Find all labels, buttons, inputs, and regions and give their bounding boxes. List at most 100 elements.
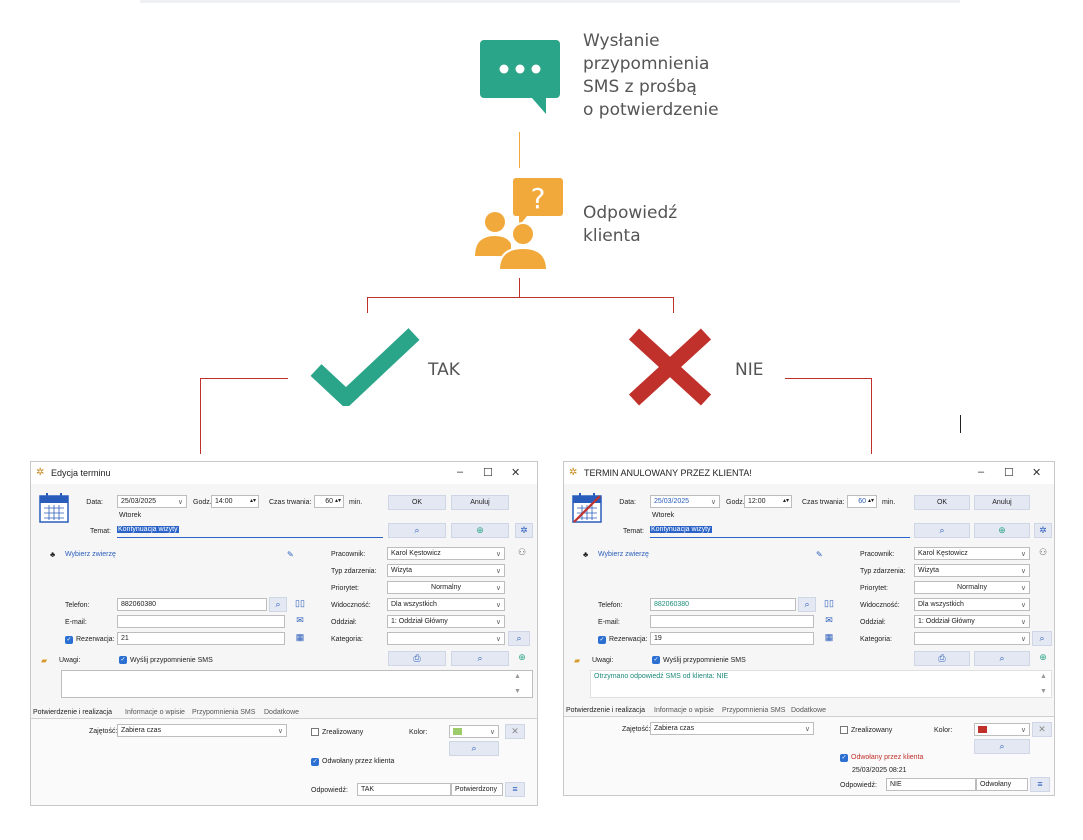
duration-spinner[interactable]: 60▴▾ <box>314 495 344 508</box>
reservation-calendar-icon[interactable]: ▦ <box>824 632 834 642</box>
search-category-button[interactable]: ⌕ <box>508 631 530 646</box>
add-note-icon[interactable]: ⊕ <box>1039 652 1047 662</box>
search-phone-button[interactable]: ⌕ <box>798 597 816 612</box>
branch-select[interactable]: 1: Oddział Główny <box>387 615 505 628</box>
tab-entry-info[interactable]: Informacje o wpisie <box>125 709 185 716</box>
search-color-button[interactable]: ⌕ <box>974 739 1030 754</box>
phone-input[interactable]: 882060380 <box>117 598 267 611</box>
realized-checkbox[interactable] <box>840 726 848 734</box>
search-subject-button[interactable]: ⌕ <box>388 523 446 538</box>
date-picker[interactable]: 25/03/2025 <box>117 495 187 508</box>
search-color-button[interactable]: ⌕ <box>449 741 499 756</box>
notes-textarea[interactable] <box>61 670 533 698</box>
employee-options-icon[interactable]: ⚇ <box>1038 547 1048 557</box>
answer-input[interactable]: TAK <box>357 783 451 796</box>
phone-book-icon[interactable]: ▯▯ <box>824 598 834 608</box>
tab-confirmation[interactable]: Potwierdzenie i realizacja <box>31 709 114 716</box>
tab-confirmation[interactable]: Potwierdzenie i realizacja <box>564 707 647 714</box>
search-notes-button[interactable]: ⌕ <box>974 651 1030 666</box>
event-type-select[interactable]: Wizyta <box>914 564 1030 577</box>
visibility-select[interactable]: Dla wszystkich <box>387 598 505 611</box>
occupancy-select[interactable]: Zabiera czas <box>117 724 287 737</box>
menu-icon[interactable]: ≡ <box>505 782 525 797</box>
print-button[interactable]: ⎙ <box>914 651 970 666</box>
visibility-select[interactable]: Dla wszystkich <box>914 598 1030 611</box>
add-subject-button[interactable]: ⊕ <box>974 523 1030 538</box>
employee-select[interactable]: Karol Kęstowicz <box>914 547 1030 560</box>
event-type-select[interactable]: Wizyta <box>387 564 505 577</box>
reservation-checkbox[interactable]: ✓ <box>65 636 73 644</box>
menu-icon[interactable]: ≡ <box>1030 777 1050 792</box>
realized-checkbox[interactable] <box>311 728 319 736</box>
maximize-button[interactable]: ☐ <box>483 467 493 479</box>
send-sms-checkbox[interactable]: ✓ <box>652 656 660 664</box>
add-note-icon[interactable]: ⊕ <box>518 652 526 662</box>
color-select[interactable] <box>449 725 499 738</box>
tab-additional[interactable]: Dodatkowe <box>264 709 300 716</box>
pencil-icon[interactable]: ✎ <box>287 550 294 559</box>
phone-book-icon[interactable]: ▯▯ <box>295 598 305 608</box>
color-select[interactable] <box>974 723 1030 736</box>
choose-animal-link[interactable]: Wybierz zwierzę <box>598 551 649 558</box>
employee-options-icon[interactable]: ⚇ <box>517 547 527 557</box>
close-button[interactable]: ✕ <box>1032 467 1042 479</box>
choose-animal-link[interactable]: Wybierz zwierzę <box>65 551 116 558</box>
send-sms-checkbox[interactable]: ✓ <box>119 656 127 664</box>
print-button[interactable]: ⎙ <box>388 651 446 666</box>
tab-sms-reminders[interactable]: Przypomnienia SMS <box>722 707 786 714</box>
minimize-button[interactable]: – <box>978 466 985 478</box>
add-subject-button[interactable]: ⊕ <box>451 523 509 538</box>
reservation-input[interactable]: 19 <box>650 632 814 645</box>
search-subject-button[interactable]: ⌕ <box>914 523 970 538</box>
tab-additional[interactable]: Dodatkowe <box>791 707 827 714</box>
category-select[interactable] <box>914 632 1030 645</box>
email-input[interactable] <box>117 615 285 628</box>
clear-color-button[interactable]: ✕ <box>1032 722 1052 737</box>
ok-button[interactable]: OK <box>914 495 970 510</box>
close-button[interactable]: ✕ <box>511 467 521 479</box>
date-picker[interactable]: 25/03/2025 <box>650 495 720 508</box>
maximize-button[interactable]: ☐ <box>1004 467 1014 479</box>
time-spinner[interactable]: 14:00▴▾ <box>211 495 259 508</box>
tab-sms-reminders[interactable]: Przypomnienia SMS <box>192 709 256 716</box>
notes-label: Uwagi: <box>592 657 614 664</box>
answer-input[interactable]: NIE <box>886 778 976 791</box>
time-spinner[interactable]: 12:00▴▾ <box>744 495 792 508</box>
scroll-up-icon[interactable]: ▲ <box>1040 673 1047 680</box>
search-notes-button[interactable]: ⌕ <box>451 651 509 666</box>
pencil-icon[interactable]: ✎ <box>816 550 823 559</box>
reservation-input[interactable]: 21 <box>117 632 285 645</box>
priority-select[interactable]: Normalny <box>387 581 505 594</box>
priority-select[interactable]: Normalny <box>914 581 1030 594</box>
search-phone-button[interactable]: ⌕ <box>269 597 287 612</box>
clear-color-button[interactable]: ✕ <box>505 724 525 739</box>
ok-button[interactable]: OK <box>388 495 446 510</box>
branch-label: Oddział: <box>331 619 357 626</box>
scroll-down-icon[interactable]: ▼ <box>1040 688 1047 695</box>
cancel-button[interactable]: Anuluj <box>451 495 509 510</box>
phone-input[interactable]: 882060380 <box>650 598 796 611</box>
scroll-up-icon[interactable]: ▲ <box>514 673 521 680</box>
cancelled-checkbox[interactable]: ✓ <box>840 754 848 762</box>
employee-select[interactable]: Karol Kęstowicz <box>387 547 505 560</box>
subject-input[interactable]: Kontynuacja wizyty <box>117 526 383 537</box>
branch-select[interactable]: 1: Oddział Główny <box>914 615 1030 628</box>
subject-input[interactable]: Kontynuacja wizyty <box>650 526 910 537</box>
cancel-button[interactable]: Anuluj <box>974 495 1030 510</box>
search-category-button[interactable]: ⌕ <box>1032 631 1052 646</box>
occupancy-select[interactable]: Zabiera czas <box>650 722 814 735</box>
settings-icon[interactable]: ✲ <box>1034 523 1052 538</box>
duration-spinner[interactable]: 60▴▾ <box>847 495 877 508</box>
settings-icon[interactable]: ✲ <box>515 523 533 538</box>
send-email-icon[interactable]: ✉ <box>296 615 304 625</box>
tab-entry-info[interactable]: Informacje o wpisie <box>654 707 714 714</box>
notes-textarea[interactable]: Otrzymano odpowiedź SMS od klienta: NIE <box>590 670 1052 698</box>
cancelled-checkbox[interactable]: ✓ <box>311 758 319 766</box>
minimize-button[interactable]: – <box>457 466 464 478</box>
email-input[interactable] <box>650 615 814 628</box>
scroll-down-icon[interactable]: ▼ <box>514 688 521 695</box>
category-select[interactable] <box>387 632 505 645</box>
reservation-calendar-icon[interactable]: ▦ <box>295 632 305 642</box>
reservation-checkbox[interactable]: ✓ <box>598 636 606 644</box>
send-email-icon[interactable]: ✉ <box>825 615 833 625</box>
